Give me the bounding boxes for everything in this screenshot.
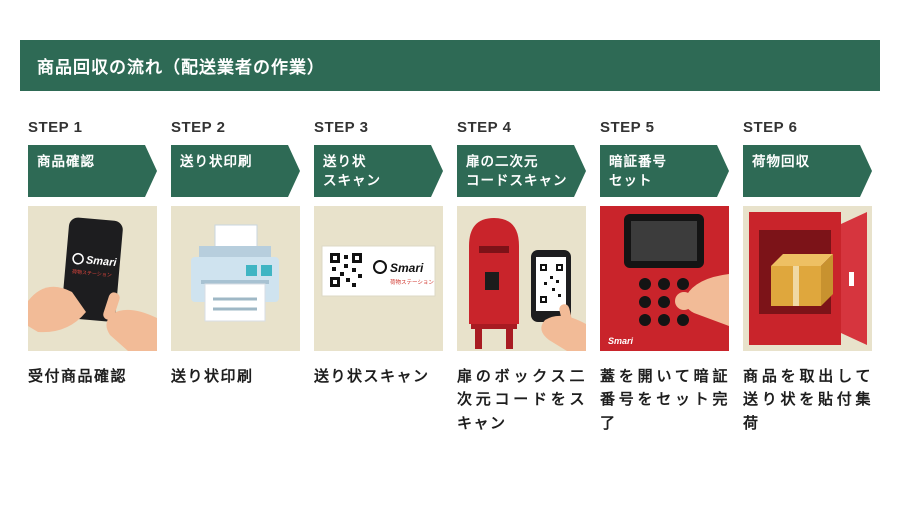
illustration-printer: [171, 206, 300, 351]
smari-logo-mark: [72, 252, 84, 265]
illustration-keypad-press: Smari: [600, 206, 729, 351]
step-banner: 送り状 スキャン: [314, 145, 443, 197]
printer-tray: [199, 246, 271, 259]
paper-slot: [201, 280, 269, 284]
printer-button-2: [261, 265, 272, 276]
cardboard-box: [771, 254, 833, 306]
keypad-graphic: Smari: [600, 206, 729, 351]
smari-logo-text: Smari: [85, 254, 117, 269]
post-leg-right: [506, 329, 513, 349]
smartphone-in-hand-graphic: Smari 荷物ステーション: [28, 217, 157, 351]
printer-graphic: [191, 224, 279, 322]
paper-output: [204, 283, 266, 322]
step-column-5: STEP 5 暗証番号 セット Smari 蓋を開いて暗証番: [600, 119, 729, 435]
smari-post-box: [469, 218, 519, 349]
display-screen: [631, 221, 697, 261]
hand: [685, 274, 729, 326]
left-hand: [28, 286, 86, 333]
illustration-shipping-label: Smari 荷物ステーション: [314, 206, 443, 351]
step-banner: 暗証番号 セット: [600, 145, 729, 197]
step-caption: 商品を取出して送り状を貼付集荷: [743, 368, 872, 432]
box-tape: [793, 266, 799, 306]
smari-tagline: 荷物ステーション: [72, 268, 112, 278]
step-number: STEP 3: [314, 119, 369, 136]
illustration-locker-qr-scan: [457, 206, 586, 351]
illustration-hand-holding-smartphone: Smari 荷物ステーション: [28, 206, 157, 351]
step-caption: 送り状スキャン: [314, 368, 430, 385]
step-number: STEP 1: [28, 119, 83, 136]
step-banner-text: 荷物回収: [752, 154, 810, 169]
step-banner: 荷物回収: [743, 145, 872, 197]
right-hand: [106, 309, 157, 351]
step-caption: 送り状印刷: [171, 368, 254, 385]
qr-code: [330, 253, 362, 287]
qr-code: [540, 264, 563, 303]
step-caption: 扉のボックス二次元コードをスキャン: [457, 368, 586, 432]
step-number: STEP 2: [171, 119, 226, 136]
keypad-buttons: [639, 278, 689, 326]
step-banner: 送り状印刷: [171, 145, 300, 197]
step-column-2: STEP 2 送り状印刷 送り状印刷: [171, 119, 300, 435]
step-number: STEP 4: [457, 119, 512, 136]
paper-top: [214, 224, 258, 250]
hand: [541, 315, 586, 351]
shipping-label-graphic: Smari 荷物ステーション: [321, 245, 436, 297]
step-column-3: STEP 3 送り状 スキャン Smari 荷物ステーション: [314, 119, 443, 435]
door-handle: [849, 272, 854, 286]
step-column-4: STEP 4 扉の二次元 コードスキャン: [457, 119, 586, 435]
step-banner-text: 商品確認: [37, 154, 95, 169]
phone-with-qr: [531, 250, 571, 322]
smari-tagline: 荷物ステーション: [390, 278, 434, 286]
step-number: STEP 6: [743, 119, 798, 136]
step-caption: 受付商品確認: [28, 368, 128, 385]
step-banner-text: 送り状 スキャン: [323, 154, 381, 188]
page: 商品回収の流れ（配送業者の作業） STEP 1 商品確認 Smari 荷物ステー…: [20, 40, 880, 435]
step-banner: 扉の二次元 コードスキャン: [457, 145, 586, 197]
smari-logo-text: Smari: [608, 336, 634, 346]
locker-scan-graphic: [469, 218, 586, 351]
step-number: STEP 5: [600, 119, 655, 136]
step-banner: 商品確認: [28, 145, 157, 197]
step-column-6: STEP 6 荷物回収 商品を取出して送り状を貼付集荷: [743, 119, 872, 435]
open-locker-graphic: [749, 212, 867, 345]
finger: [103, 292, 120, 320]
thumb: [559, 304, 573, 328]
smari-logo-mark: [373, 260, 387, 274]
step-column-1: STEP 1 商品確認 Smari 荷物ステーション 受付商品確認: [28, 119, 157, 435]
step-banner-text: 扉の二次元 コードスキャン: [466, 154, 568, 188]
smari-logo-text: Smari: [390, 261, 424, 275]
illustration-open-locker-box: [743, 206, 872, 351]
step-banner-text: 送り状印刷: [180, 154, 253, 169]
fingertip: [675, 292, 693, 310]
label-sheet: [321, 245, 436, 297]
post-slot: [479, 246, 509, 253]
page-title: 商品回収の流れ（配送業者の作業）: [20, 40, 880, 91]
smartphone: Smari 荷物ステーション: [61, 217, 123, 322]
steps-row: STEP 1 商品確認 Smari 荷物ステーション 受付商品確認: [20, 119, 880, 435]
post-leg-left: [475, 329, 482, 349]
printer-button-1: [246, 265, 257, 276]
step-caption: 蓋を開いて暗証番号をセット完了: [600, 368, 729, 432]
step-banner-text: 暗証番号 セット: [609, 154, 667, 188]
post-handle: [485, 272, 499, 290]
